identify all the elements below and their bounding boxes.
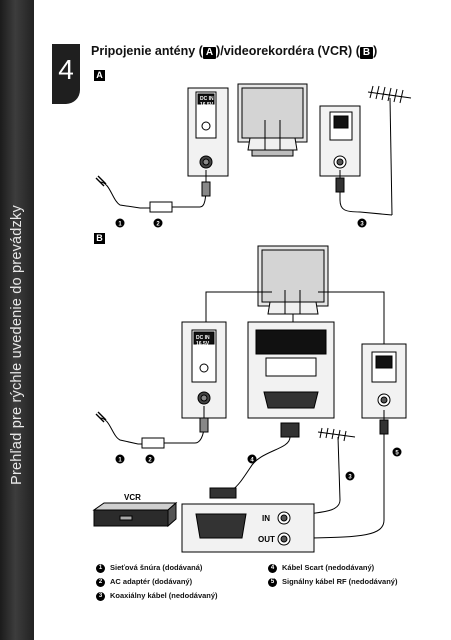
callout-4-b: 4 — [250, 458, 254, 464]
antenna-a — [367, 85, 412, 216]
vcr-device — [92, 501, 178, 528]
sidebar — [0, 0, 34, 640]
title-badge-b: B — [359, 47, 374, 59]
dc-in-panel-a — [187, 87, 229, 177]
out-label: OUT — [258, 535, 275, 544]
legend-text-4: Kábel Scart (nedodávaný) — [282, 563, 375, 572]
scart-panel-b — [247, 321, 335, 419]
antenna-panel-b — [361, 343, 407, 419]
callout-5-b: 5 — [395, 451, 399, 457]
section-b-badge: B — [94, 233, 105, 244]
section-a-badge: A — [94, 70, 105, 81]
callout-3-b: 3 — [348, 475, 352, 481]
legend-item-5: 5 Signálny kábel RF (nedodávaný) — [268, 577, 397, 587]
callout-2-a: 2 — [156, 222, 160, 228]
page-title: Pripojenie antény (A)/videorekordéra (VC… — [91, 44, 377, 59]
title-middle: )/videorekordéra (VCR) ( — [216, 44, 360, 58]
scart-plug-top — [280, 422, 300, 438]
page-number-tab: 4 — [52, 44, 80, 104]
antenna-b — [317, 427, 356, 501]
vcr-rear-panel — [181, 503, 315, 553]
tv-monitor-a — [237, 83, 308, 157]
legend-item-1: 1 Sieťová šnúra (dodávaná) — [96, 563, 202, 573]
power-cord-a — [99, 181, 150, 209]
legend-num-1: 1 — [96, 563, 105, 573]
legend-text-1: Sieťová šnúra (dodávaná) — [110, 563, 203, 572]
dc-in-panel-b — [181, 321, 227, 419]
page-number: 4 — [58, 54, 74, 85]
legend-text-5: Signálny kábel RF (nedodávaný) — [282, 577, 398, 586]
callout-3-a: 3 — [360, 222, 364, 228]
callout-2-b: 2 — [148, 458, 152, 464]
in-label: IN — [262, 514, 270, 523]
legend-num-3: 3 — [96, 591, 105, 601]
legend-text-3: Koaxiálny kábel (nedodávaný) — [110, 591, 218, 600]
dc-in-voltage-b: 16.5V — [196, 341, 210, 347]
dc-in-voltage-a: 16.5V — [200, 102, 214, 108]
dc-in-label-a: DC IN — [200, 96, 214, 102]
legend-item-2: 2 AC adaptér (dodávaný) — [96, 577, 192, 587]
dc-in-label-b: DC IN — [196, 335, 210, 341]
callout-1-b: 1 — [118, 458, 122, 464]
legend-item-3: 3 Koaxiálny kábel (nedodávaný) — [96, 591, 218, 601]
title-prefix: Pripojenie antény ( — [91, 44, 203, 58]
title-suffix: ) — [373, 44, 378, 58]
legend-num-5: 5 — [268, 577, 277, 587]
title-badge-a: A — [202, 47, 217, 59]
legend-num-2: 2 — [96, 577, 105, 587]
coax-cable-a — [339, 170, 393, 216]
antenna-panel-a — [319, 105, 361, 177]
legend-num-4: 4 — [268, 563, 277, 573]
callout-1-a: 1 — [118, 222, 122, 228]
tv-monitor-b — [257, 245, 329, 315]
scart-plug-bottom — [209, 487, 237, 499]
legend-item-4: 4 Kábel Scart (nedodávaný) — [268, 563, 374, 573]
legend-text-2: AC adaptér (dodávaný) — [110, 577, 193, 586]
vcr-label: VCR — [124, 493, 141, 502]
